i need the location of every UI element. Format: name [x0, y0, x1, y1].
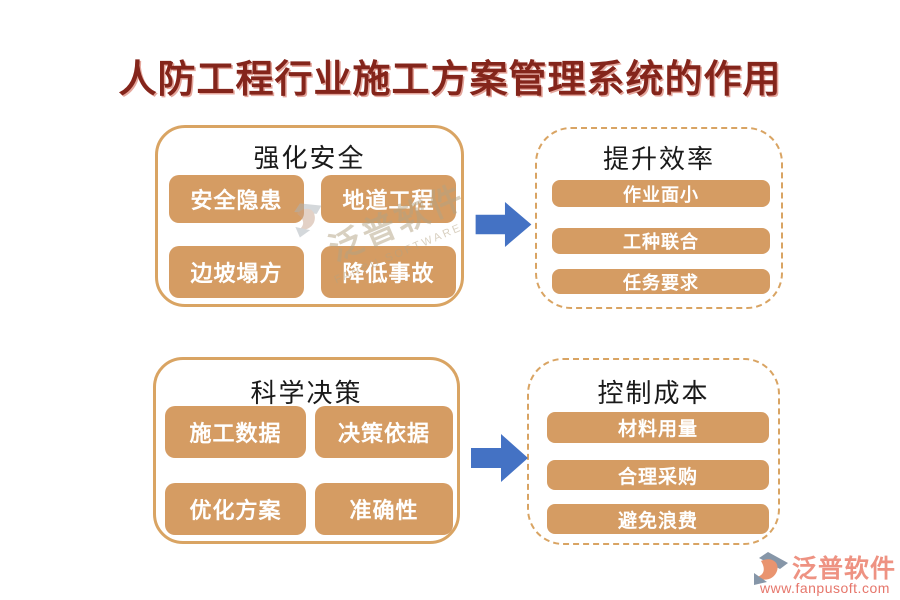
label-pill: 边坡塌方: [169, 246, 304, 298]
page-title: 人防工程行业施工方案管理系统的作用: [118, 59, 782, 101]
group-scientific-decision: 科学决策 施工数据 决策依据 优化方案 准确性: [153, 357, 460, 544]
label-pill: 优化方案: [165, 483, 306, 535]
footer-url: www.fanpusoft.com: [760, 580, 890, 596]
group-header: 提升效率: [602, 145, 715, 174]
group-header: 科学决策: [250, 379, 363, 408]
label-pill: 降低事故: [321, 246, 456, 298]
label-bar: 任务要求: [552, 269, 770, 294]
label-pill: 安全隐患: [169, 175, 304, 223]
label-bar: 作业面小: [552, 180, 770, 207]
right-arrow-icon: [471, 434, 528, 482]
label-pill: 准确性: [315, 483, 453, 535]
group-header: 控制成本: [597, 379, 710, 408]
label-bar: 避免浪费: [547, 504, 769, 534]
label-pill: 施工数据: [165, 406, 306, 458]
footer-brand: 泛普软件: [792, 555, 897, 583]
label-bar: 合理采购: [547, 460, 769, 490]
group-strengthen-safety: 强化安全 安全隐患 地道工程 边坡塌方 降低事故: [155, 125, 464, 307]
group-improve-efficiency: 提升效率 作业面小 工种联合 任务要求: [535, 127, 783, 309]
label-pill: 决策依据: [315, 406, 453, 458]
right-arrow-icon: [475, 202, 532, 247]
label-bar: 材料用量: [547, 412, 769, 443]
fanpu-logo-icon: [754, 552, 788, 585]
label-pill: 地道工程: [321, 175, 456, 223]
group-header: 强化安全: [253, 144, 366, 173]
group-cost-control: 控制成本 材料用量 合理采购 避免浪费: [527, 358, 780, 545]
label-bar: 工种联合: [552, 228, 770, 254]
